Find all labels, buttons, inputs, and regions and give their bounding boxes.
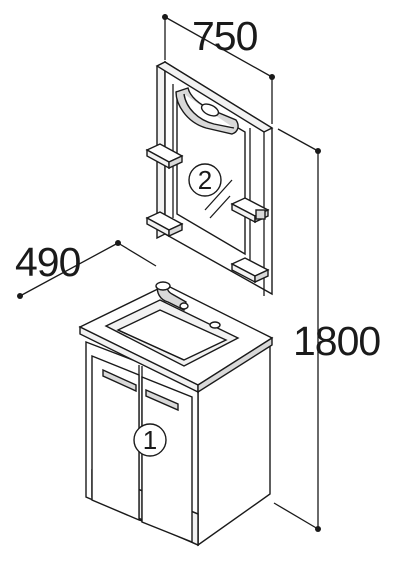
cabinet-callout-label: 1 [143, 425, 157, 455]
width-label: 750 [192, 13, 258, 59]
height-dimension: 1800 [273, 128, 381, 532]
right-door[interactable] [141, 375, 193, 544]
width-dimension: 750 [162, 13, 275, 124]
mirror-unit: 2 [145, 60, 274, 296]
cabinet-callout: 1 [133, 423, 167, 457]
base-cabinet: 1 [78, 281, 274, 547]
left-shelf-upper [145, 143, 184, 170]
left-shelf-lower [145, 211, 184, 238]
depth-label: 490 [15, 239, 81, 285]
right-shelf-lower [230, 257, 270, 284]
faucet[interactable] [155, 281, 221, 329]
right-shelf-upper [230, 197, 270, 224]
wash-basin [104, 299, 240, 367]
height-label: 1800 [293, 318, 380, 364]
depth-dimension: 490 [15, 239, 157, 299]
light-fixture [175, 87, 239, 135]
mirror-callout-label: 2 [198, 165, 212, 195]
right-door-handle[interactable] [145, 388, 179, 412]
left-door-handle[interactable] [102, 368, 137, 393]
left-door[interactable] [91, 354, 140, 522]
mirror-callout: 2 [188, 163, 222, 197]
